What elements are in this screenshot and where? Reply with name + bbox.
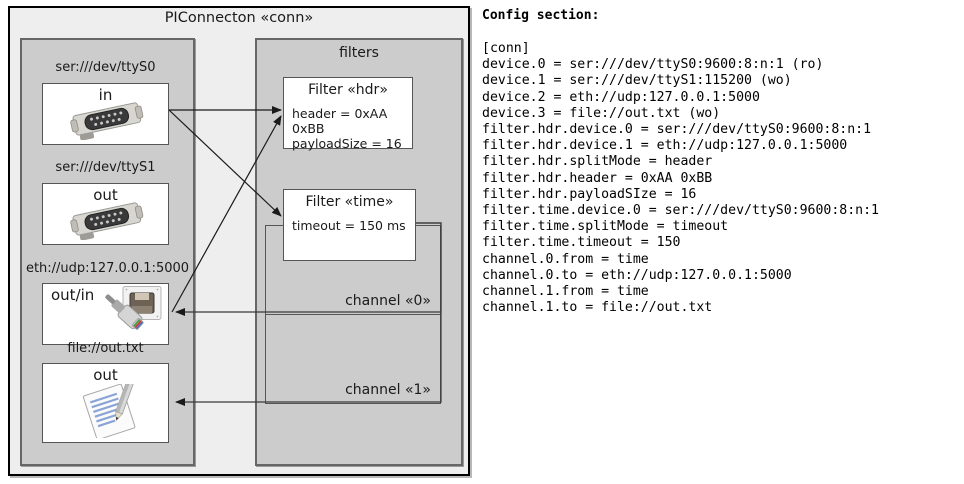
device-io-0: in xyxy=(98,86,113,104)
device-io-2: out/in xyxy=(51,286,95,304)
device-io-1: out xyxy=(93,186,118,204)
config-line: filter.hdr.splitMode = header xyxy=(482,154,713,170)
arrow-eth-to-hdr xyxy=(171,115,282,313)
config-lines[interactable]: [conn]device.0 = ser:///dev/ttyS0:9600:8… xyxy=(482,41,952,316)
component-title: PIConnecton «conn» xyxy=(164,10,314,26)
device-io-3: out xyxy=(93,366,118,384)
config-line: filter.hdr.payloadSIze = 16 xyxy=(482,186,697,202)
arrow-channel1-to-file xyxy=(175,222,442,406)
device-label-0: ser:///dev/ttyS0 xyxy=(55,60,156,75)
filter-attr: timeout = 150 ms xyxy=(292,218,406,233)
config-line: device.0 = ser:///dev/ttyS0:9600:8:n:1 (… xyxy=(482,57,824,73)
filter-title-hdr: Filter «hdr» xyxy=(308,82,388,98)
device-box-2[interactable]: out/in xyxy=(42,283,169,345)
config-line: device.3 = file://out.txt (wo) xyxy=(482,105,721,121)
channel-box-1[interactable]: channel «1» xyxy=(265,314,441,404)
serial-port-icon xyxy=(70,102,144,140)
serial-port-icon xyxy=(70,202,144,240)
device-box-3[interactable]: out xyxy=(42,363,169,443)
config-line: channel.0.to = eth://udp:127.0.0.1:5000 xyxy=(482,267,792,283)
config-line: device.2 = eth://udp:127.0.0.1:5000 xyxy=(482,89,760,105)
config-line: channel.0.from = time xyxy=(482,251,649,267)
config-line: filter.time.timeout = 150 xyxy=(482,235,681,251)
config-section: Config section: [conn]device.0 = ser:///… xyxy=(482,8,952,316)
config-line: channel.1.from = time xyxy=(482,284,649,300)
config-line: filter.hdr.device.1 = eth://udp:127.0.0.… xyxy=(482,138,848,154)
text-file-icon xyxy=(82,384,136,438)
config-line: filter.time.splitMode = timeout xyxy=(482,219,729,235)
channel-label-1: channel «1» xyxy=(345,382,431,398)
config-line: channel.1.to = file://out.txt xyxy=(482,300,713,316)
config-line: filter.hdr.device.0 = ser:///dev/ttyS0:9… xyxy=(482,122,872,138)
device-box-1[interactable]: out xyxy=(42,183,169,245)
device-label-2: eth://udp:127.0.0.1:5000 xyxy=(25,261,190,276)
filter-attrs-time: timeout = 150 ms xyxy=(292,218,406,233)
config-line: [conn] xyxy=(482,41,530,56)
config-heading: Config section: xyxy=(482,8,600,23)
ethernet-jack-icon xyxy=(105,286,162,330)
filter-box-time[interactable]: Filter «time» timeout = 150 ms xyxy=(283,189,416,261)
connector-arrows xyxy=(168,106,442,406)
config-line: filter.time.device.0 = ser:///dev/ttyS0:… xyxy=(482,203,879,219)
filter-attrs-hdr: header = 0xAA 0xBB payloadSize = 16 xyxy=(292,106,412,151)
filter-attr: payloadSize = 16 xyxy=(292,136,402,151)
arrow-channel0-to-eth xyxy=(175,222,442,316)
device-label-3: file://out.txt xyxy=(67,341,144,356)
device-box-0[interactable]: in xyxy=(42,83,169,145)
config-line: device.1 = ser:///dev/ttyS1:115200 (wo) xyxy=(482,73,792,89)
filter-title-time: Filter «time» xyxy=(305,194,394,210)
arrow-ttys0-to-time xyxy=(168,109,282,217)
filters-panel-title: filters xyxy=(339,45,379,61)
config-line: filter.hdr.header = 0xAA 0xBB xyxy=(482,170,713,186)
channel-label-0: channel «0» xyxy=(345,293,431,309)
filter-box-hdr[interactable]: Filter «hdr» header = 0xAA 0xBB payloadS… xyxy=(283,77,413,151)
filter-attr: header = 0xAA 0xBB xyxy=(292,106,388,136)
device-label-1: ser:///dev/ttyS1 xyxy=(55,160,156,175)
